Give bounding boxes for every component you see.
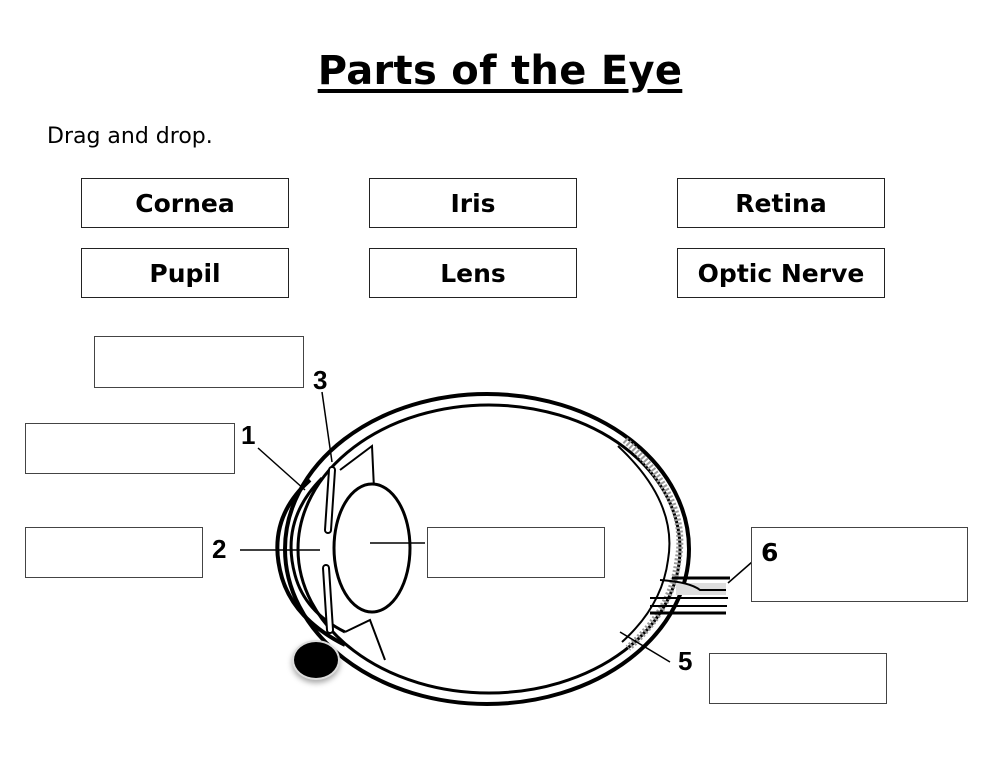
leader-line-5: [619, 631, 671, 663]
word-card-lens[interactable]: Lens: [369, 248, 577, 298]
marker-2: 2: [212, 534, 226, 564]
cornea-inner: [289, 476, 346, 634]
drop-box-2[interactable]: [25, 527, 203, 578]
marker-1: 1: [241, 420, 255, 450]
page-title: Parts of the Eye: [317, 48, 683, 94]
retina-line: [617, 445, 671, 643]
drop-box-3[interactable]: [94, 336, 304, 388]
word-card-retina[interactable]: Retina: [677, 178, 885, 228]
drop-box-6[interactable]: 6: [751, 527, 968, 602]
word-card-optic-nerve[interactable]: Optic Nerve: [677, 248, 885, 298]
marker-3: 3: [313, 365, 327, 395]
ciliary-lower: [344, 618, 386, 661]
drop-box-6-text: 6: [761, 538, 779, 567]
drop-box-1[interactable]: [25, 423, 235, 474]
leader-line-6: [727, 561, 753, 584]
retina-layer: [622, 437, 684, 651]
lens-shape: [332, 482, 412, 614]
word-card-pupil[interactable]: Pupil: [81, 248, 289, 298]
cornea-outer: [275, 478, 346, 647]
drag-handle-dot[interactable]: [292, 640, 340, 680]
word-card-cornea[interactable]: Cornea: [81, 178, 289, 228]
drop-box-lens[interactable]: [427, 527, 605, 578]
leader-line-3: [321, 391, 333, 463]
instructions-text: Drag and drop.: [47, 124, 213, 149]
word-card-iris[interactable]: Iris: [369, 178, 577, 228]
leader-line-1: [257, 447, 306, 491]
eyeball-inner: [296, 403, 682, 695]
drop-box-5[interactable]: [709, 653, 887, 704]
marker-5: 5: [678, 646, 692, 676]
optic-nerve-inner: [659, 579, 726, 591]
